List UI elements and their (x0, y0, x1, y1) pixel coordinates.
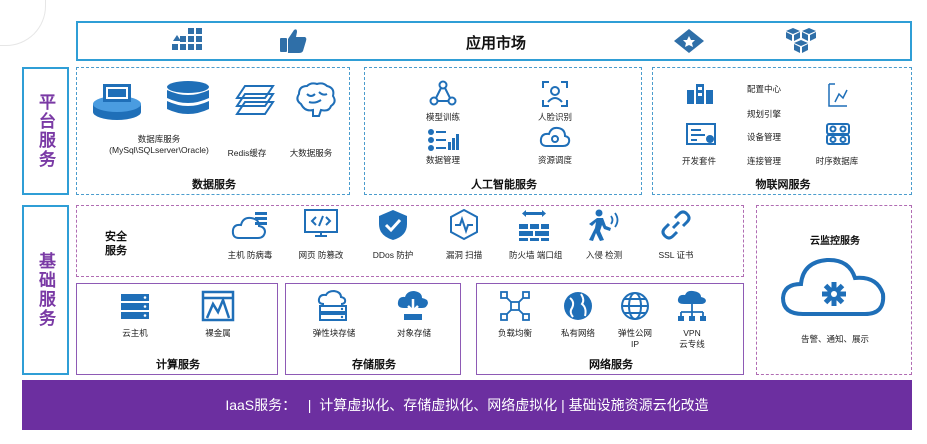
ddos-caption: DDos 防护 (372, 250, 414, 260)
cloud-host-caption: 云主机 (122, 328, 148, 338)
model-training-caption: 模型训练 (425, 112, 460, 122)
compute-service-title: 计算服务 (156, 359, 200, 371)
cloud-monitor-gear-icon (780, 257, 886, 316)
face-recognition-icon (542, 81, 568, 107)
storage-service-title: 存储服务 (352, 359, 396, 371)
cubes-icon (786, 28, 816, 53)
bare-metal-caption: 裸金属 (205, 328, 231, 338)
block-storage-icon (317, 290, 347, 321)
network-nodes-icon (429, 80, 457, 106)
big-data-caption: 大数据服务 (289, 148, 333, 158)
ssl-link-icon (661, 210, 691, 240)
bare-metal-icon (201, 290, 235, 322)
security-service-title: 安全 服务 (105, 231, 127, 258)
compute-service-panel[interactable]: 云主机 裸金属 计算服务 (76, 283, 278, 375)
database-server-icon (93, 84, 141, 120)
elastic-ip-caption: 弹性公网 IP (617, 328, 652, 350)
storage-service-panel[interactable]: 弹性块存储 对象存储 存储服务 (285, 283, 461, 375)
platform-services-label: 平台服务 (22, 67, 69, 195)
object-storage-icon (397, 291, 428, 320)
data-management-icon (428, 129, 459, 151)
data-management-caption: 数据管理 (425, 155, 460, 165)
cloud-host-antivirus-icon (231, 212, 267, 239)
blocks-icon (172, 28, 202, 50)
cache-layers-icon (235, 85, 275, 115)
rule-engine-icon (828, 83, 848, 107)
network-service-panel[interactable]: 负载均衡 私有网络 弹性公网 IP VPN 云专线 网络服务 (476, 283, 744, 375)
intrusion-detection-caption: 入侵 检测 (585, 250, 623, 260)
config-center-caption: 配置中心 (746, 84, 781, 94)
thumbs-up-icon (280, 29, 307, 53)
brain-icon (296, 82, 336, 117)
intrusion-detection-icon (589, 209, 619, 241)
block-storage-caption: 弹性块存储 (312, 328, 356, 338)
app-market-title: 应用市场 (465, 35, 526, 52)
ai-service-panel[interactable]: 模型训练 人脸识别 数据管理 资源调度 人工智能服务 (364, 67, 642, 195)
host-antivirus-caption: 主机 防病毒 (227, 250, 273, 260)
public-ip-globe-icon (621, 292, 649, 320)
config-blocks-icon (687, 84, 713, 104)
decorative-corner (0, 0, 46, 46)
vuln-scan-caption: 漏洞 扫描 (445, 250, 483, 260)
dev-kit-caption: 开发套件 (681, 156, 716, 166)
ssl-cert-caption: SSL 证书 (658, 250, 694, 260)
iot-service-title: 物联网服务 (755, 179, 811, 191)
web-code-icon (304, 209, 338, 237)
time-series-db-icon (826, 123, 850, 145)
ai-service-title: 人工智能服务 (471, 179, 537, 191)
vpn-cloud-icon (677, 290, 706, 321)
data-service-panel[interactable]: 数据库服务 (MySql\SQLserver\Oracle) Redis缓存 大… (76, 67, 350, 195)
private-network-caption: 私有网络 (560, 328, 595, 338)
cloud-monitor-panel[interactable]: 云监控服务 告警、通知、展示 (756, 205, 912, 375)
rule-engine-caption: 规划引擎 (746, 109, 781, 119)
private-network-globe-icon (564, 292, 592, 320)
face-recognition-caption: 人脸识别 (537, 112, 572, 122)
object-storage-caption: 对象存储 (396, 328, 431, 338)
connection-management-caption: 连接管理 (746, 156, 781, 166)
iaas-banner: IaaS服务： | 计算虚拟化、存储虚拟化、网络虚拟化 | 基础设施资源云化改造 (22, 380, 912, 430)
device-management-caption: 设备管理 (746, 132, 781, 142)
iot-service-panel[interactable]: 配置中心 规划引擎 设备管理 连接管理 开发套件 时序数据库 物联网服务 (652, 67, 912, 195)
network-service-title: 网络服务 (589, 359, 633, 371)
firewall-caption: 防火墙 端口组 (509, 250, 563, 260)
security-service-panel[interactable]: 安全 服务 (76, 205, 744, 277)
resource-scheduling-caption: 资源调度 (537, 155, 572, 165)
vulnerability-scan-icon (450, 208, 478, 241)
app-market-bar[interactable]: 应用市场 (76, 21, 912, 61)
cloud-scheduling-icon (539, 126, 571, 147)
iaas-banner-text: IaaS服务： | 计算虚拟化、存储虚拟化、网络虚拟化 | 基础设施资源云化改造 (225, 397, 709, 413)
dev-kit-icon (686, 123, 716, 145)
data-service-title: 数据服务 (192, 179, 236, 191)
foundation-services-label: 基础服务 (22, 205, 69, 375)
cloud-monitor-title: 云监控服务 (810, 236, 860, 247)
cloud-host-server-icon (121, 294, 149, 319)
vpn-caption: VPN 云专线 (679, 328, 705, 350)
load-balancer-icon (500, 291, 530, 321)
shield-star-icon (674, 29, 704, 53)
shield-check-icon (379, 210, 407, 240)
cloud-monitor-caption: 告警、通知、展示 (800, 334, 869, 344)
database-icon (167, 81, 209, 114)
load-balancer-caption: 负载均衡 (497, 328, 532, 338)
database-service-caption: 数据库服务 (MySql\SQLserver\Oracle) (109, 134, 209, 156)
redis-cache-caption: Redis缓存 (227, 148, 267, 158)
time-series-db-caption: 时序数据库 (815, 156, 859, 166)
firewall-icon (519, 210, 549, 241)
web-tamper-caption: 网页 防篡改 (298, 250, 344, 260)
